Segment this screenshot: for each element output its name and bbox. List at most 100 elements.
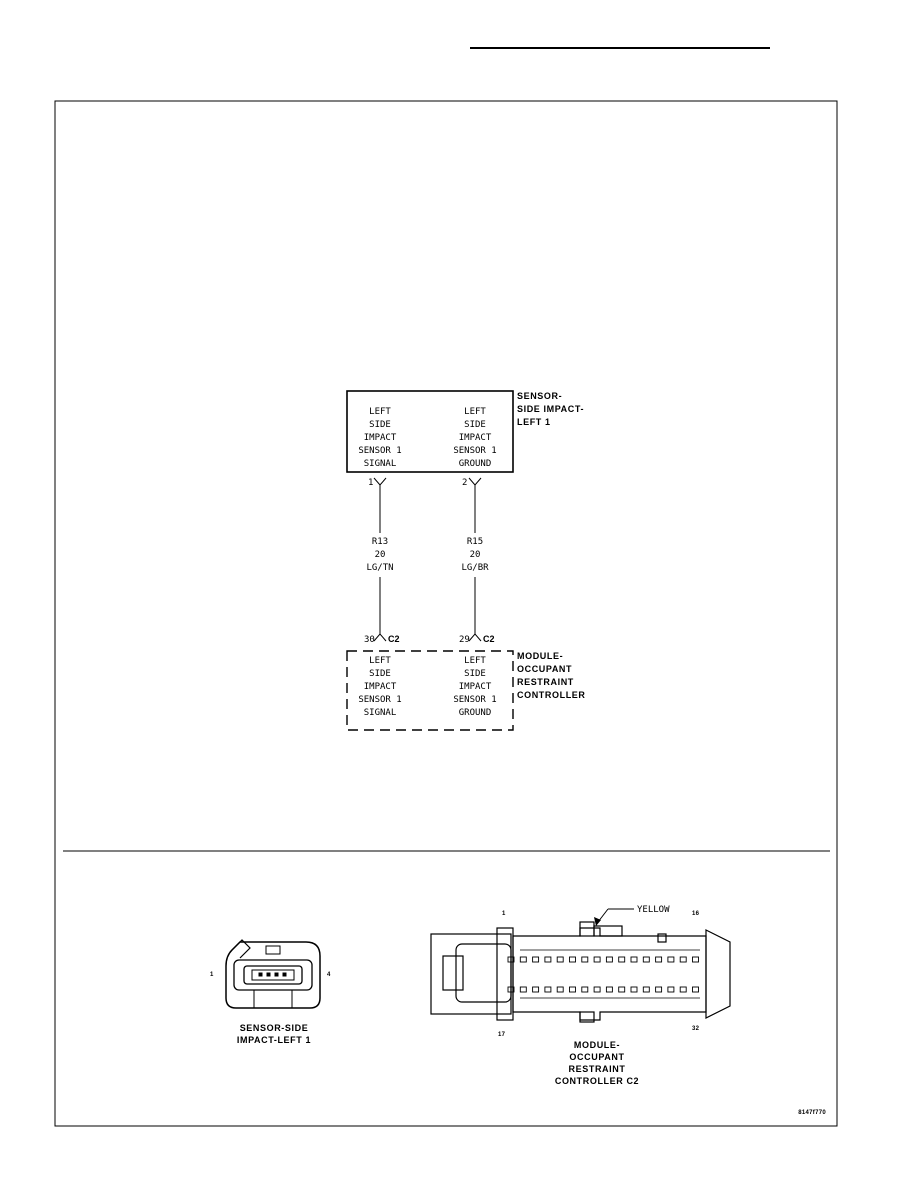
module-col2-line: IMPACT — [459, 682, 492, 692]
terminal-cavity — [630, 956, 638, 963]
sensor-col2-line: IMPACT — [459, 433, 492, 443]
module-connector-polarizer — [593, 925, 623, 937]
module-connector-pin-16: 16 — [692, 911, 700, 917]
sensor-connector-label-line: SENSOR-SIDE — [240, 1023, 309, 1033]
module-box — [346, 650, 514, 731]
female-terminal-symbol — [373, 633, 387, 642]
terminal-cavity — [532, 956, 540, 963]
sensor-connector-insert — [251, 969, 295, 981]
male-terminal-symbol — [468, 477, 482, 486]
terminal-cavity — [655, 956, 663, 963]
sensor-name: SENSOR- SIDE IMPACT- LEFT 1 — [517, 391, 584, 427]
terminal-cavity — [618, 986, 626, 993]
terminal-cavity — [556, 956, 564, 963]
callout-arrowhead — [594, 917, 601, 926]
module-col2-line: LEFT — [464, 656, 486, 666]
module-col1-line: LEFT — [369, 656, 391, 666]
module-connector-label-line: OCCUPANT — [569, 1052, 624, 1062]
module-col1-line: SIGNAL — [364, 708, 397, 718]
module-connector-tab — [657, 933, 667, 943]
sensor-col1-line: SIDE — [369, 420, 391, 430]
sensor-connector-view — [225, 939, 321, 1009]
module-connector-lock — [442, 955, 464, 991]
module-connector-key-top — [579, 921, 595, 937]
sensor-terminal-cavity — [258, 972, 263, 977]
sensor-terminal-cavity — [266, 972, 271, 977]
module-name: MODULE- OCCUPANT RESTRAINT CONTROLLER — [517, 651, 586, 700]
sensor-connector-outer — [225, 941, 321, 1009]
module-connector-face — [512, 927, 707, 1021]
module-terminal-cavities — [507, 956, 699, 993]
sensor-col2-line: SIDE — [464, 420, 486, 430]
sensor-box — [346, 390, 514, 473]
wire-color: LG/TN — [366, 563, 393, 573]
terminal-cavity — [679, 956, 687, 963]
wire-color: LG/BR — [461, 563, 489, 573]
page-frame — [54, 100, 838, 1127]
wire-r13: 1 R13 20 LG/TN 30 C2 — [364, 477, 400, 645]
module-col1-line: IMPACT — [364, 682, 397, 692]
sensor-pin-1: 1 — [368, 478, 373, 488]
terminal-cavity — [581, 986, 589, 993]
module-connector-label-line: CONTROLLER C2 — [555, 1076, 639, 1086]
module-connector-pin-32: 32 — [692, 1026, 700, 1032]
terminal-cavity — [593, 986, 601, 993]
module-connector-key-bottom — [579, 1011, 595, 1023]
sensor-connector-shroud — [233, 959, 313, 991]
sensor-signal-label: LEFT SIDE IMPACT SENSOR 1 SIGNAL — [358, 407, 401, 469]
terminal-cavity — [692, 956, 699, 963]
connector-id: C2 — [388, 634, 400, 644]
sensor-col1-line: LEFT — [369, 407, 391, 417]
terminal-cavity — [519, 986, 527, 993]
module-name-line: RESTRAINT — [517, 677, 574, 687]
terminal-cavity — [556, 986, 564, 993]
module-col1-line: SENSOR 1 — [358, 695, 401, 705]
circuit-id: R13 — [372, 537, 388, 547]
terminal-cavity — [593, 956, 601, 963]
sensor-col2-line: SENSOR 1 — [453, 446, 496, 456]
module-connector-view — [430, 921, 731, 1023]
terminal-cavity — [544, 986, 552, 993]
terminal-cavity — [605, 986, 613, 993]
module-col2-line: SIDE — [464, 669, 486, 679]
sensor-connector-pin-4: 4 — [327, 972, 331, 978]
sensor-connector-label-line: IMPACT-LEFT 1 — [237, 1035, 311, 1045]
sensor-connector-key — [265, 945, 281, 955]
terminal-cavity — [642, 986, 650, 993]
wire-gauge: 20 — [470, 550, 481, 560]
sensor-connector-latch — [229, 939, 251, 959]
sensor-col1-line: SENSOR 1 — [358, 446, 401, 456]
terminal-cavity — [532, 986, 540, 993]
male-terminal-symbol — [373, 477, 387, 486]
module-pin-30: 30 — [364, 635, 375, 645]
sensor-ground-label: LEFT SIDE IMPACT SENSOR 1 GROUND — [453, 407, 496, 469]
terminal-cavity — [605, 956, 613, 963]
female-terminal-symbol — [468, 633, 482, 642]
terminal-cavity — [692, 986, 699, 993]
sensor-name-line: SIDE IMPACT- — [517, 404, 584, 414]
sensor-connector-cavity — [243, 965, 303, 985]
module-pin-29: 29 — [459, 635, 470, 645]
module-col2-line: SENSOR 1 — [453, 695, 496, 705]
module-connector-label-line: MODULE- — [574, 1040, 620, 1050]
sensor-name-line: LEFT 1 — [517, 417, 551, 427]
module-col2-line: GROUND — [459, 708, 492, 718]
module-name-line: CONTROLLER — [517, 690, 586, 700]
terminal-cavity — [519, 956, 527, 963]
terminal-cavity — [569, 956, 576, 963]
module-name-line: OCCUPANT — [517, 664, 572, 674]
terminal-cavity — [544, 956, 552, 963]
module-signal-label: LEFT SIDE IMPACT SENSOR 1 SIGNAL — [358, 656, 401, 718]
sensor-terminal-cavity — [274, 972, 279, 977]
sensor-name-line: SENSOR- — [517, 391, 562, 401]
wire-gauge: 20 — [375, 550, 386, 560]
module-connector-inner-body — [455, 943, 512, 1003]
sensor-pin-2: 2 — [462, 478, 467, 488]
sensor-col1-line: SIGNAL — [364, 459, 397, 469]
module-connector-label-line: RESTRAINT — [569, 1064, 626, 1074]
terminal-cavity — [642, 956, 650, 963]
callout-label: YELLOW — [637, 905, 670, 915]
sensor-col1-line: IMPACT — [364, 433, 397, 443]
terminal-cavity — [667, 986, 675, 993]
